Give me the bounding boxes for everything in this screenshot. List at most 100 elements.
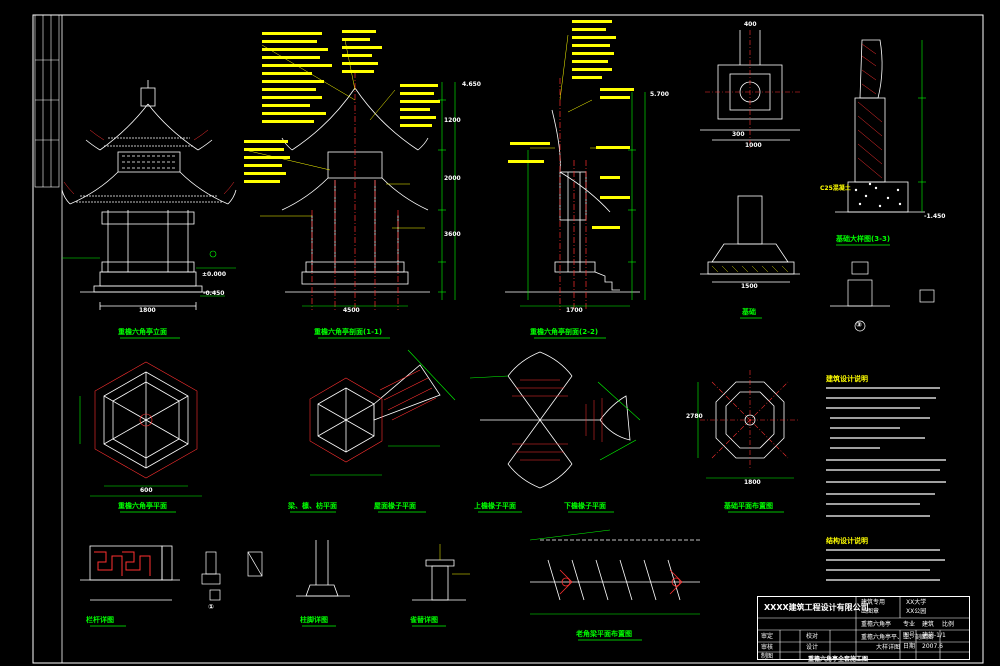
detail-1-marker: ① (208, 603, 214, 611)
beam-plan-red (309, 369, 437, 463)
field-drawing-no: 图号 (903, 632, 916, 639)
beam-plan-title: 梁、檩、枋平面 (288, 502, 337, 510)
label-strips (244, 20, 634, 229)
railing-post-detail (201, 551, 263, 601)
roof-framing-title: 屋面椽子平面 (374, 502, 416, 510)
hexagon-plan-drawing (103, 371, 189, 469)
roof-framing-dims (469, 375, 641, 461)
role-approve: 审定 (761, 633, 774, 640)
design-notes-title: 建筑设计说明 (826, 375, 868, 383)
revision-strip (34, 14, 60, 188)
role-check: 校对 (806, 633, 819, 640)
front-elevation-green-marks (62, 250, 236, 297)
column-detail-title: 柱脚详图 (300, 616, 328, 624)
dim-foundation-side: 2780 (686, 413, 703, 420)
dim-plan-inner: 600 (140, 487, 153, 494)
section-2-2-leaders (530, 34, 600, 149)
railing-detail-title: 栏杆详图 (86, 616, 114, 624)
hexagon-plan-red (94, 361, 198, 479)
section-2-2-title: 重檐六角亭剖面(2-2) (530, 328, 599, 336)
foundation-layout-red (700, 370, 800, 470)
role-review: 审核 (761, 644, 774, 651)
foundation-detail-hatch (857, 43, 883, 179)
railing-fretwork (94, 551, 151, 576)
rafter-plan-dims (529, 529, 700, 615)
column-detail-drawing (296, 540, 350, 597)
foundation-layout-dims (697, 382, 794, 479)
front-elevation-hatching (63, 129, 235, 195)
foundation-detail-title: 基础大样图(3-3) (836, 235, 891, 243)
drawing-name: 重檐六角亭平、立、剖面图 (861, 634, 934, 641)
dim-footing2: 1500 (741, 283, 758, 290)
role-draw: 制图 (761, 653, 774, 660)
railing-detail-drawing (80, 545, 180, 601)
footing-section-drawing (700, 195, 800, 283)
section-2-2-dimension-chain (520, 92, 646, 307)
dim-height-3: 3600 (444, 231, 461, 238)
seal-label-2: 出图章 (861, 608, 880, 615)
detail-3-drawing (830, 261, 935, 332)
front-elevation-drawing (61, 80, 237, 310)
dim-height-2: 2000 (444, 175, 461, 182)
value-discipline: 建筑 (922, 621, 935, 628)
bracket-detail-title: 雀替详图 (410, 616, 438, 624)
design-notes-lines (826, 387, 946, 581)
title-block-grid (757, 596, 970, 660)
dim-footing-top: 400 (744, 21, 757, 28)
foundation-layout-title: 基础平面布置图 (724, 502, 773, 510)
company-name: XXXX建筑工程设计有限公司 (764, 603, 869, 612)
detail-3-marker: ③ (856, 321, 862, 329)
lower-roof-title: 下檐椽子平面 (564, 502, 606, 510)
foundation-plan-centerlines (705, 30, 800, 150)
view-title-underlines (90, 244, 890, 641)
hexagon-plan-dims (79, 396, 202, 497)
dim-footing-width: 1000 (745, 142, 762, 149)
client-name: XX大学 (906, 599, 927, 606)
section-1-1-dimension-chain (302, 82, 456, 307)
dim-front-width: 1800 (139, 307, 156, 314)
field-date: 日期 (903, 643, 916, 650)
value-date: 2007.6 (922, 643, 943, 650)
sub-project: 重檐六角亭 (861, 621, 892, 628)
beam-plan-dims (310, 349, 456, 476)
foundation-detail-gravel (854, 182, 902, 208)
footer-note: 重檐六角亭全套施工图 (808, 656, 869, 663)
beam-plan-drawing (317, 364, 441, 453)
field-discipline: 专业 (903, 621, 916, 628)
foundation-detail-drawing (835, 39, 925, 213)
field-scale: 比例 (942, 621, 955, 628)
section-1-1-title: 重檐六角亭剖面(1-1) (314, 328, 383, 336)
bracket-leaders (439, 544, 470, 575)
plan-title: 重檐六角亭平面 (118, 502, 167, 510)
level-zero: ±0.000 (202, 271, 227, 278)
section-2-2-drawing (505, 109, 640, 293)
section-2-2-red-centerlines (559, 78, 587, 310)
upper-roof-title: 上檐椽子平面 (474, 502, 516, 510)
title-block: XXXX建筑工程设计有限公司 建筑专用 出图章 XX大学 XX公园 重檐六角亭 … (757, 596, 970, 660)
level-top: 5.700 (650, 91, 669, 98)
rafter-plan-title: 老角梁平面布置图 (576, 630, 632, 638)
dim-section-width: 4500 (343, 307, 360, 314)
role-design: 设计 (806, 644, 819, 651)
structure-notes-title: 结构设计说明 (826, 537, 868, 545)
dim-height-1: 1200 (444, 117, 461, 124)
drawing-name-2: 大样详图 (876, 644, 901, 651)
roof-framing-drawing (480, 351, 631, 489)
rafter-plan-drawing (530, 539, 700, 601)
footing-title: 基础 (742, 308, 756, 316)
foundation-detail-dims (918, 40, 926, 212)
footing-hatching (711, 265, 789, 273)
roof-framing-red (512, 379, 603, 461)
dim-footing-seg1: 300 (732, 131, 745, 138)
project-name: XX公园 (906, 608, 927, 615)
sheet-inner-frame (61, 14, 984, 664)
bracket-detail-drawing (412, 559, 466, 601)
front-elevation-title: 重檐六角亭立面 (118, 328, 167, 336)
dim-foundation-bottom: 1800 (744, 479, 761, 486)
sheet-outer-frame (32, 14, 984, 664)
concrete-note: C25混凝土 (820, 185, 851, 192)
value-drawing-no: 建施-1/1 (922, 632, 946, 639)
seal-label-1: 建筑专用 (861, 599, 886, 606)
level-foundation: -1.450 (924, 213, 946, 220)
